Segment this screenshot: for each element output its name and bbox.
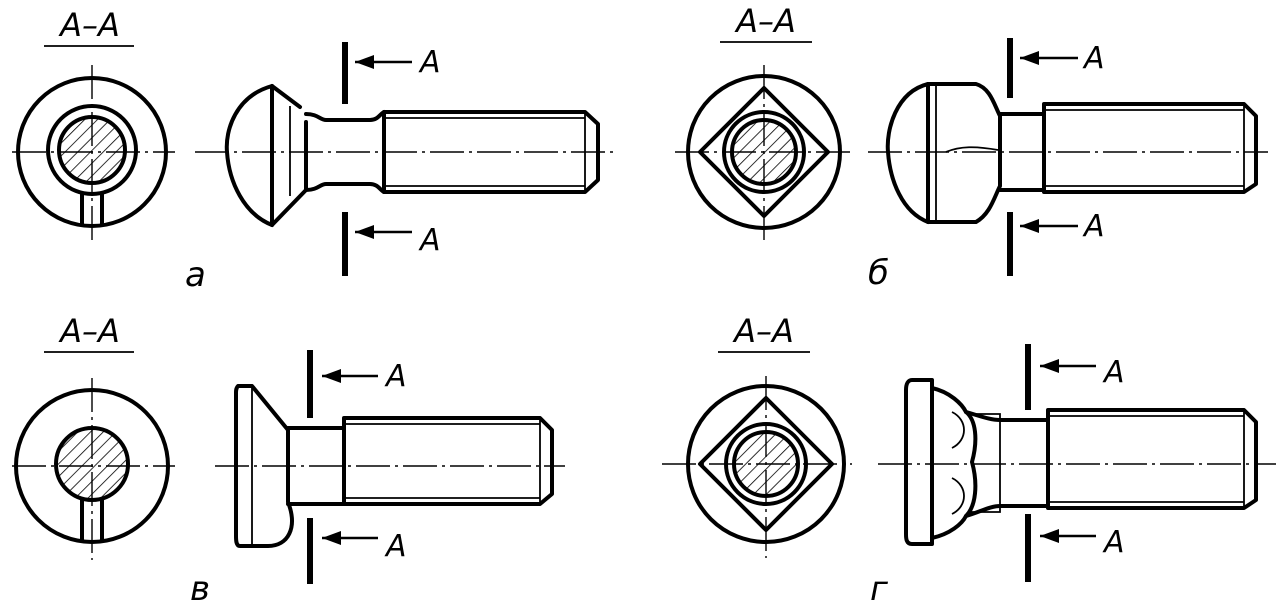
cut-letter-a-bottom: A: [418, 223, 441, 258]
cut-letter-v-top: A: [384, 359, 407, 394]
variant-letter-g: г: [870, 569, 889, 609]
cut-plane-a: A A: [342, 42, 441, 276]
cut-letter-g-bottom: A: [1102, 525, 1125, 560]
variant-g: A–A A: [662, 312, 1276, 609]
section-view-v: [12, 378, 175, 560]
section-view-g: [662, 376, 852, 558]
variant-letter-v: в: [190, 569, 210, 609]
variant-a: A–A A A: [12, 6, 618, 295]
cut-plane-b: A A: [1007, 38, 1105, 276]
variant-letter-b: б: [868, 253, 889, 293]
section-title-v: A–A: [58, 312, 120, 350]
section-view-b: [675, 65, 855, 245]
cut-plane-v: A A: [307, 350, 407, 584]
bolt-side-view-g: [878, 378, 1276, 546]
section-title-a: A–A: [58, 6, 120, 44]
cut-letter-g-top: A: [1102, 355, 1125, 390]
cut-letter-a-top: A: [418, 45, 441, 80]
bolt-side-view-a: [195, 84, 618, 227]
cut-plane-g: A A: [1025, 344, 1125, 582]
cut-letter-v-bottom: A: [384, 529, 407, 564]
section-view-a: [12, 65, 175, 245]
variant-v: A–A A A в: [12, 312, 565, 609]
bolt-side-view-b: [868, 82, 1268, 224]
bolt-side-view-v: [215, 384, 565, 548]
cut-letter-b-bottom: A: [1082, 209, 1105, 244]
section-title-b: A–A: [734, 2, 796, 40]
cut-letter-b-top: A: [1082, 41, 1105, 76]
section-title-g: A–A: [732, 312, 794, 350]
variant-letter-a: а: [185, 255, 206, 295]
variant-b: A–A A: [675, 2, 1268, 293]
